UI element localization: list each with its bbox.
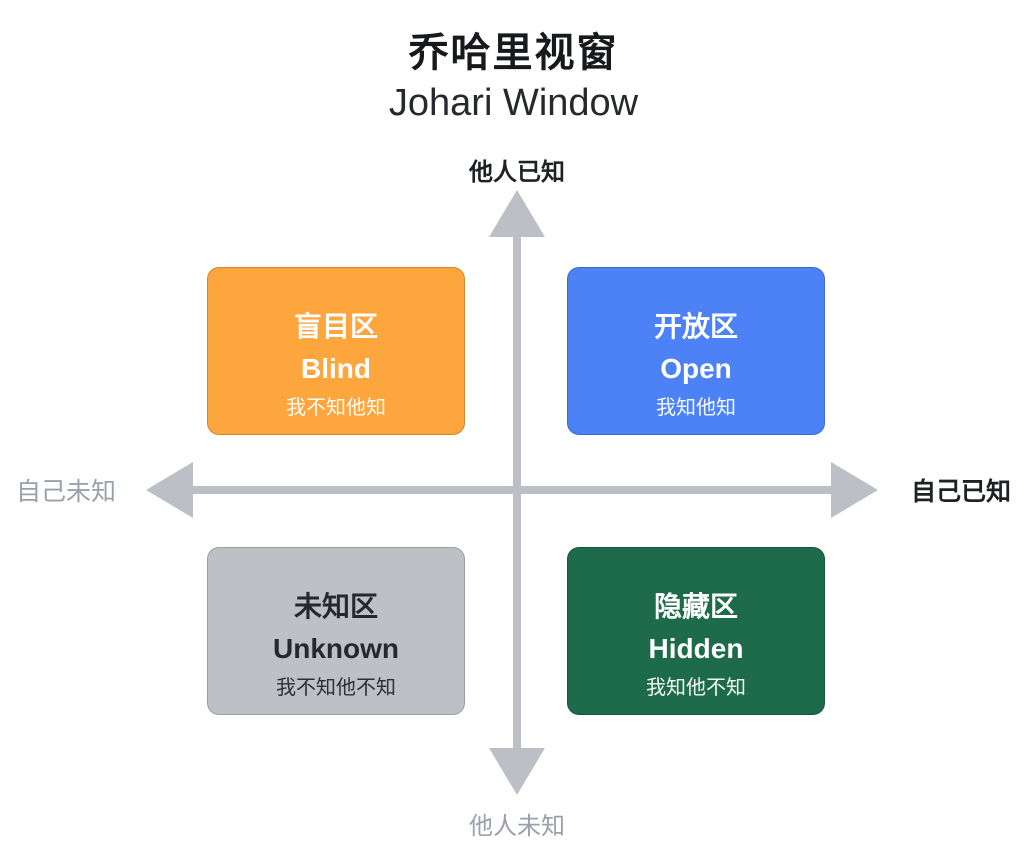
quadrant-hidden-desc: 我知他不知 xyxy=(646,676,746,699)
quadrant-unknown-title-zh: 未知区 xyxy=(293,590,378,622)
quadrant-unknown-title-en: Unknown xyxy=(273,632,399,664)
arrow-down-icon xyxy=(489,748,545,795)
arrow-up-icon xyxy=(489,190,545,237)
quadrant-hidden-title-en: Hidden xyxy=(648,632,744,664)
quadrant-blind-desc: 我不知他知 xyxy=(286,396,386,419)
quadrant-open: 开放区 Open 我知他知 xyxy=(567,267,825,435)
arrow-left-icon xyxy=(146,462,193,518)
axis-label-self-unknown: 自己未知 xyxy=(16,478,117,506)
arrow-right-icon xyxy=(831,462,878,518)
quadrant-blind: 盲目区 Blind 我不知他知 xyxy=(207,267,465,435)
quadrant-blind-title-zh: 盲目区 xyxy=(293,310,378,342)
quadrant-open-title-zh: 开放区 xyxy=(653,310,738,342)
axis-label-self-known: 自己已知 xyxy=(910,478,1011,506)
quadrant-unknown: 未知区 Unknown 我不知他不知 xyxy=(207,547,465,715)
quadrant-blind-title-en: Blind xyxy=(301,352,371,384)
axis-label-others-known: 他人已知 xyxy=(469,159,565,186)
quadrant-hidden-title-zh: 隐藏区 xyxy=(653,590,738,622)
quadrant-hidden: 隐藏区 Hidden 我知他不知 xyxy=(567,547,825,715)
horizontal-axis-arrow xyxy=(146,462,878,518)
diagram-title-zh: 乔哈里视窗 xyxy=(408,31,619,75)
vertical-axis-arrow xyxy=(489,190,545,795)
quadrant-open-desc: 我知他知 xyxy=(656,396,736,419)
quadrant-open-title-en: Open xyxy=(660,352,732,384)
axis-label-others-unknown: 他人未知 xyxy=(469,813,565,840)
diagram-title-en: Johari Window xyxy=(388,82,639,124)
quadrant-unknown-desc: 我不知他不知 xyxy=(276,676,396,699)
